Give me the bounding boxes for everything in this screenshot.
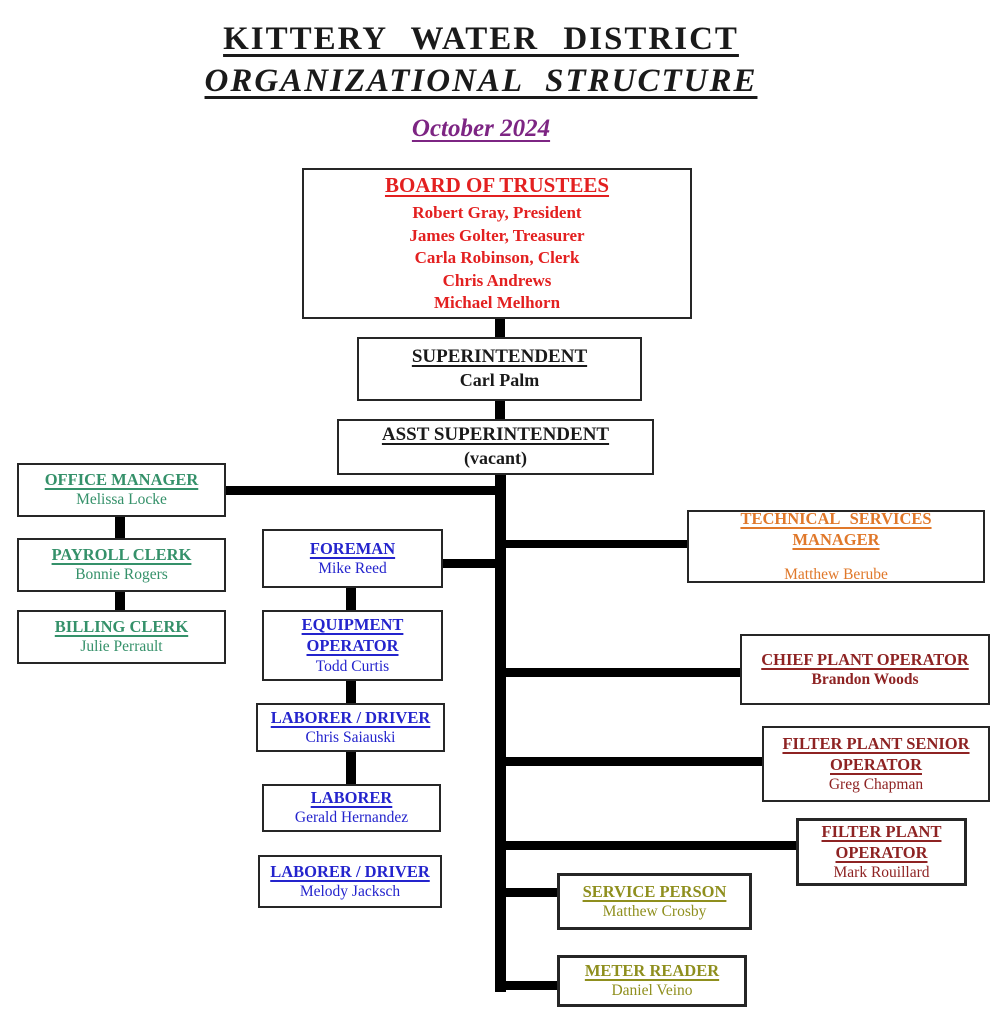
board-member: James Golter, Treasurer <box>409 225 585 245</box>
laborer-driver-2-title: LABORER / DRIVER <box>270 861 430 881</box>
filter-plant-operator-name: Mark Rouillard <box>833 864 930 882</box>
meter-reader-title: METER READER <box>584 961 720 981</box>
connector-main-spine <box>495 474 506 992</box>
board-member: Robert Gray, President <box>412 203 582 223</box>
billing-clerk-title: BILLING CLERK <box>54 617 189 637</box>
office-manager-title: OFFICE MANAGER <box>44 470 199 490</box>
foreman-title: FOREMAN <box>309 538 396 558</box>
page-title-line2: ORGANIZATIONAL STRUCTURE <box>204 63 758 100</box>
laborer-box: LABORER Gerald Hernandez <box>262 784 441 832</box>
connector-service-person <box>506 888 557 897</box>
technical-services-manager-title: TECHNICAL SERVICES MANAGER <box>740 509 932 550</box>
connector-equipment-operator-laborer-driver <box>346 681 356 703</box>
laborer-title: LABORER <box>310 788 393 808</box>
asst-superintendent-name: (vacant) <box>464 448 527 469</box>
page-title-line1: KITTERY WATER DISTRICT <box>223 21 739 57</box>
connector-meter-reader <box>506 981 557 990</box>
laborer-driver-1-name: Chris Saiauski <box>305 728 396 746</box>
equipment-operator-name: Todd Curtis <box>315 657 390 675</box>
filter-plant-senior-operator-box: FILTER PLANT SENIOR OPERATOR Greg Chapma… <box>762 726 990 802</box>
laborer-name: Gerald Hernandez <box>294 809 409 827</box>
payroll-clerk-title: PAYROLL CLERK <box>51 545 192 565</box>
payroll-clerk-box: PAYROLL CLERK Bonnie Rogers <box>17 538 226 592</box>
board-member: Carla Robinson, Clerk <box>414 248 580 268</box>
foreman-box: FOREMAN Mike Reed <box>262 529 443 588</box>
connector-filter-plant-operator <box>506 841 796 850</box>
chief-plant-operator-title: CHIEF PLANT OPERATOR <box>761 649 969 669</box>
page-header: KITTERY WATER DISTRICT ORGANIZATIONAL ST… <box>0 18 962 143</box>
laborer-driver-2-box: LABORER / DRIVER Melody Jacksch <box>258 855 442 908</box>
filter-plant-senior-operator-name: Greg Chapman <box>828 776 924 794</box>
chief-plant-operator-box: CHIEF PLANT OPERATOR Brandon Woods <box>740 634 990 705</box>
connector-superintendent-asst <box>495 401 505 420</box>
connector-board-superintendent <box>495 319 505 338</box>
equipment-operator-box: EQUIPMENT OPERATOR Todd Curtis <box>262 610 443 681</box>
billing-clerk-box: BILLING CLERK Julie Perrault <box>17 610 226 664</box>
connector-foreman-equipment-operator <box>346 588 356 610</box>
superintendent-box: SUPERINTENDENT Carl Palm <box>357 337 642 401</box>
board-of-trustees-box: BOARD OF TRUSTEES Robert Gray, President… <box>302 168 692 319</box>
meter-reader-box: METER READER Daniel Veino <box>557 955 747 1007</box>
laborer-driver-2-name: Melody Jacksch <box>299 882 401 900</box>
board-member: Michael Melhorn <box>433 293 561 313</box>
service-person-title: SERVICE PERSON <box>582 881 727 901</box>
connector-foreman <box>443 559 495 568</box>
board-of-trustees-title: BOARD OF TRUSTEES <box>384 173 610 198</box>
filter-plant-senior-operator-title: FILTER PLANT SENIOR OPERATOR <box>782 733 970 774</box>
laborer-driver-1-box: LABORER / DRIVER Chris Saiauski <box>256 703 445 752</box>
connector-laborer-driver-laborer <box>346 752 356 784</box>
chart-date: October 2024 <box>411 115 551 143</box>
laborer-driver-1-title: LABORER / DRIVER <box>270 707 431 727</box>
filter-plant-operator-title: FILTER PLANT OPERATOR <box>821 821 942 862</box>
meter-reader-name: Daniel Veino <box>611 982 693 1000</box>
office-manager-name: Melissa Locke <box>76 491 167 509</box>
billing-clerk-name: Julie Perrault <box>80 638 163 656</box>
connector-payroll-clerk-billing-clerk <box>115 592 125 610</box>
filter-plant-operator-box: FILTER PLANT OPERATOR Mark Rouillard <box>796 818 967 886</box>
connector-tech-services-manager <box>506 540 687 548</box>
superintendent-name: Carl Palm <box>459 370 540 391</box>
office-manager-box: OFFICE MANAGER Melissa Locke <box>17 463 226 517</box>
asst-superintendent-title: ASST SUPERINTENDENT <box>381 424 610 446</box>
asst-superintendent-box: ASST SUPERINTENDENT (vacant) <box>337 419 654 475</box>
technical-services-manager-name: Matthew Berube <box>784 565 888 583</box>
equipment-operator-title: EQUIPMENT OPERATOR <box>301 615 404 656</box>
connector-office-manager <box>226 486 495 495</box>
connector-chief-plant-operator <box>506 668 740 677</box>
foreman-name: Mike Reed <box>318 559 387 577</box>
connector-office-manager-payroll-clerk <box>115 517 125 538</box>
technical-services-manager-box: TECHNICAL SERVICES MANAGER Matthew Berub… <box>687 509 985 583</box>
service-person-box: SERVICE PERSON Matthew Crosby <box>557 873 752 930</box>
board-member: Chris Andrews <box>442 270 552 290</box>
payroll-clerk-name: Bonnie Rogers <box>75 566 168 584</box>
chief-plant-operator-name: Brandon Woods <box>811 670 919 688</box>
service-person-name: Matthew Crosby <box>602 902 707 920</box>
superintendent-title: SUPERINTENDENT <box>411 346 588 368</box>
connector-filter-plant-senior-operator <box>506 757 762 766</box>
